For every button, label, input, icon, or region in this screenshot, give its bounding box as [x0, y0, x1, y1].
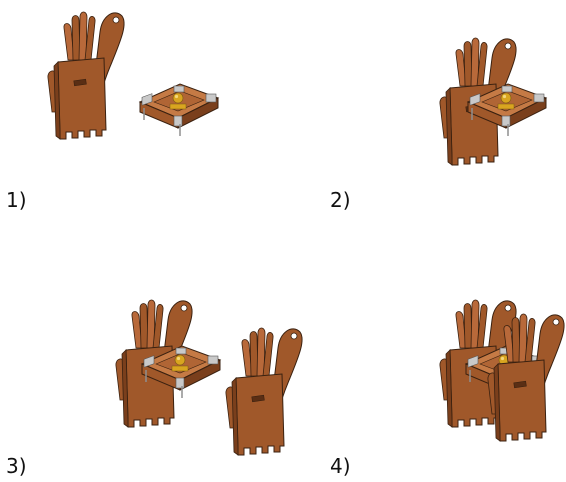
step-label-4: 4): [330, 454, 351, 478]
step1-hand-panel: [47, 11, 125, 140]
step1-base-box: [139, 83, 219, 137]
step-label-1: 1): [6, 188, 27, 212]
step3-hand-panel-b: [225, 327, 303, 456]
step-label-2: 2): [330, 188, 351, 212]
step-label-3: 3): [6, 454, 27, 478]
